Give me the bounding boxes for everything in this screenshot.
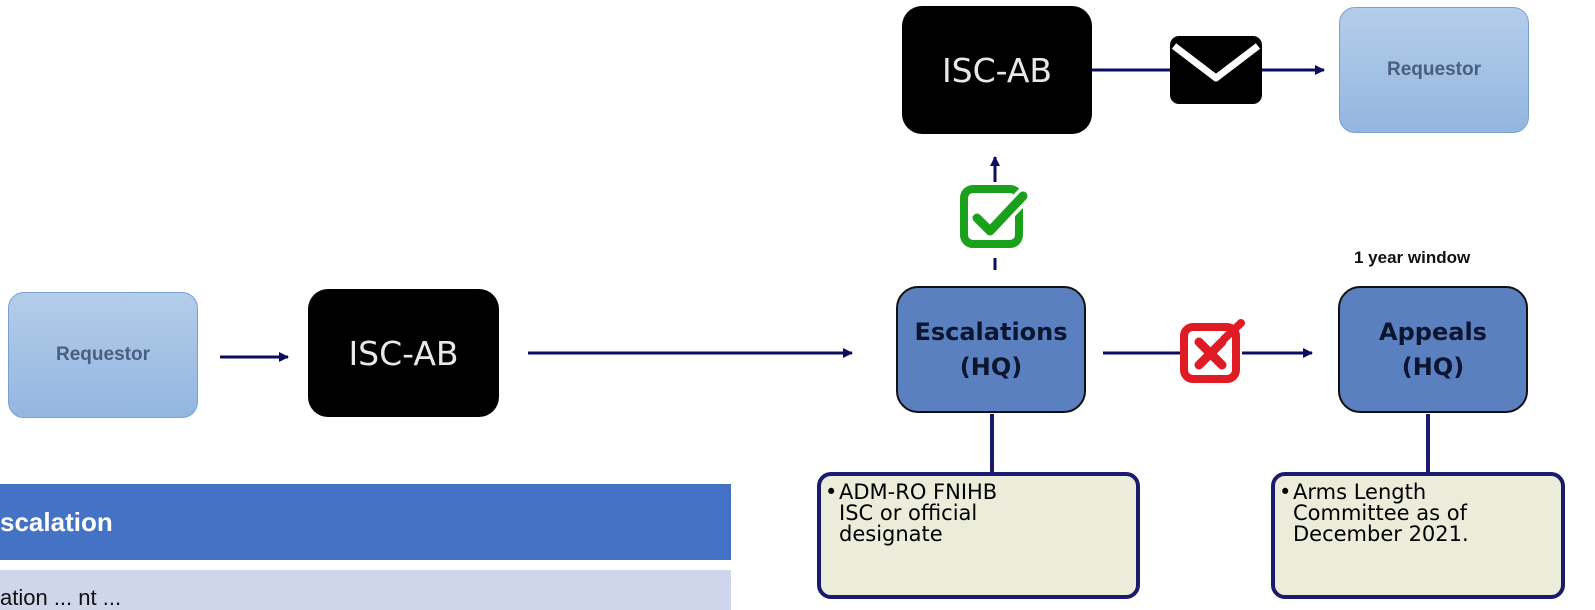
escalations-note: • ADM-RO FNIHB ISC or official designate <box>817 472 1140 599</box>
requestor-top-label: Requestor <box>1387 59 1481 80</box>
isc-ab-top-label: ISC-AB <box>941 50 1053 90</box>
escalations-label: Escalations (HQ) <box>914 317 1068 381</box>
envelope-icon <box>1170 36 1262 104</box>
isc-ab-node-top: ISC-AB <box>902 6 1092 134</box>
requestor-node-top: Requestor <box>1339 7 1529 133</box>
isc-ab-node-left: ISC-AB <box>308 289 499 417</box>
checkbox-x-icon <box>1180 319 1245 383</box>
window-label: 1 year window <box>1354 248 1471 267</box>
bullet-marker: • <box>1279 480 1292 504</box>
escalations-node: Escalations (HQ) <box>896 286 1086 413</box>
appeals-node: Appeals (HQ) <box>1338 286 1528 413</box>
table-header: scalation <box>0 484 731 560</box>
isc-ab-label: ISC-AB <box>348 333 459 373</box>
appeals-note-text: Arms Length Committee as of December 202… <box>1293 480 1469 546</box>
checkbox-check-icon <box>960 184 1033 248</box>
table-row: ation ... nt ... <box>0 570 731 610</box>
bullet-marker: • <box>825 480 838 504</box>
appeals-label: Appeals (HQ) <box>1379 317 1487 381</box>
escalations-note-text: ADM-RO FNIHB ISC or official designate <box>839 480 998 546</box>
requestor-label: Requestor <box>56 344 150 365</box>
appeals-note: • Arms Length Committee as of December 2… <box>1271 472 1565 599</box>
table-row-text: ation ... nt ... <box>0 585 122 610</box>
table-header-text: scalation <box>0 506 113 537</box>
requestor-node-left: Requestor <box>8 292 198 418</box>
